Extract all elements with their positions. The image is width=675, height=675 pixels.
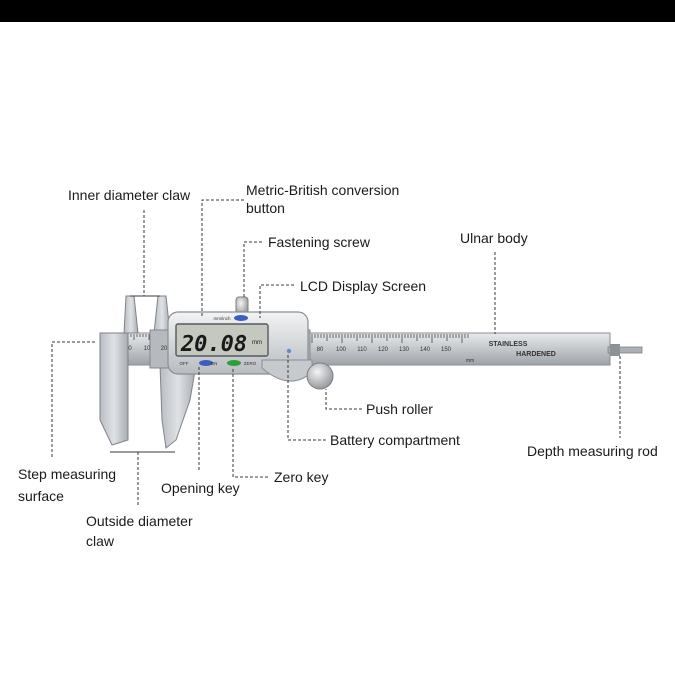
- jaw-scale-number: 20: [161, 346, 168, 352]
- fixed-outside-jaw: [99, 332, 129, 446]
- beam-scale-numbers: 80 100 110 120 130 140 150: [317, 347, 452, 353]
- push-roller[interactable]: [306, 362, 334, 390]
- jaw-scale-numbers: 0 10 20: [128, 346, 168, 352]
- button-label-off: OFF: [180, 361, 189, 366]
- moving-outside-jaw: [159, 364, 197, 449]
- scale-number: 110: [357, 347, 367, 353]
- leader-lines: [51, 199, 621, 506]
- label-opening-key: Opening key: [161, 480, 240, 496]
- leader-push-roller: [325, 389, 362, 410]
- button-label-mm-inch: mm/inch: [213, 316, 230, 321]
- scale-number: 100: [336, 347, 347, 353]
- leader-step-surface: [51, 341, 95, 458]
- label-battery-compartment: Battery compartment: [330, 432, 460, 448]
- beam-unit: mm: [466, 358, 474, 364]
- leader-lcd: [259, 284, 294, 318]
- metric-british-button[interactable]: [234, 315, 248, 321]
- depth-rod: [607, 346, 643, 354]
- beam-text-stainless: STAINLESS: [489, 341, 528, 348]
- top-black-bar: [0, 0, 675, 22]
- label-ulnar-body: Ulnar body: [460, 230, 528, 246]
- scale-number: 130: [399, 347, 410, 353]
- scale-number: 150: [441, 347, 452, 353]
- jaw-scale-number: 10: [144, 346, 151, 352]
- leader-metric-british: [201, 199, 244, 318]
- label-outside-diameter-claw: Outside diameter claw: [86, 513, 193, 549]
- leader-fastening-screw: [243, 241, 262, 297]
- battery-compartment: [261, 359, 313, 382]
- scale-number: 140: [420, 347, 431, 353]
- label-lcd-display-screen: LCD Display Screen: [300, 278, 427, 294]
- label-step-measuring-surface: Step measuring surface: [18, 466, 117, 504]
- status-dot: [286, 348, 292, 354]
- button-label-zero: ZERO: [244, 361, 257, 366]
- lcd-unit: mm: [252, 340, 262, 346]
- label-push-roller: Push roller: [366, 401, 433, 417]
- label-zero-key: Zero key: [274, 469, 329, 485]
- label-depth-measuring-rod: Depth measuring rod: [527, 443, 658, 459]
- jaw-scale-number: 0: [128, 346, 132, 352]
- leader-zero-key: [232, 367, 268, 478]
- label-inner-diameter-claw: Inner diameter claw: [68, 187, 191, 203]
- fixed-inner-claw: [123, 295, 139, 334]
- off-on-button[interactable]: [199, 360, 213, 366]
- depth-rod-end: [610, 344, 620, 356]
- lcd-reading: 20.08: [180, 332, 247, 357]
- label-fastening-screw: Fastening screw: [268, 234, 370, 250]
- beam-text-hardened: HARDENED: [516, 351, 556, 358]
- leader-battery: [287, 355, 326, 441]
- scale-number: 120: [378, 347, 389, 353]
- scale-number: 80: [317, 347, 324, 353]
- button-label-on: ON: [211, 361, 218, 366]
- zero-button[interactable]: [227, 360, 241, 366]
- lcd-screen: [175, 323, 269, 357]
- label-metric-british-button: Metric-British conversion button: [246, 182, 400, 216]
